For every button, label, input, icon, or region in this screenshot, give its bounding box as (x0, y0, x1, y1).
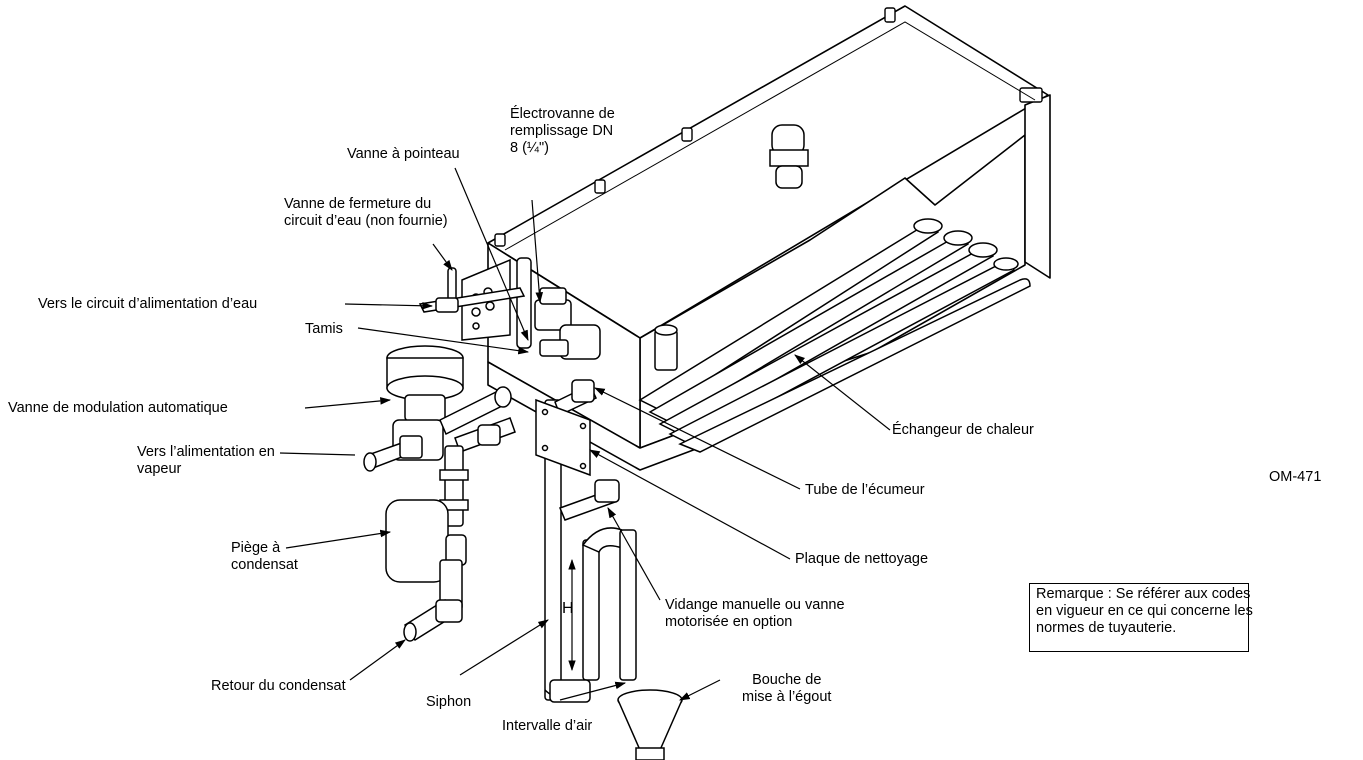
label-intervalle: Intervalle d’air (502, 718, 593, 734)
leader-vidange (607, 507, 661, 601)
label-plaque-nettoyage: Plaque de nettoyage (795, 551, 929, 567)
main-piping (363, 345, 516, 642)
leader-lines (279, 167, 891, 701)
leader-retour (349, 639, 406, 681)
leader-tamis (357, 327, 530, 355)
label-retour: Retour du condensat (211, 678, 346, 694)
leader-bouche (679, 679, 721, 701)
leader-tube-ecumeur (594, 387, 801, 490)
leader-vanne-pointeau (454, 167, 529, 341)
label-tube-ecumeur: Tube de l’écumeur (805, 482, 925, 498)
remark-box: Remarque : Se référer aux codes en vigue… (1029, 583, 1253, 652)
heat-exchanger-tubes (638, 218, 1031, 453)
label-bouche: Bouche de mise à l’égout (742, 672, 832, 705)
leader-siphon (459, 619, 549, 676)
leader-vanne-modulation (304, 397, 392, 409)
leader-alimentation-vapeur (279, 452, 356, 456)
label-circuit-eau: Vers le circuit d’alimentation d’eau (38, 296, 258, 312)
label-vanne-modulation: Vanne de modulation automatique (8, 400, 228, 416)
leader-echangeur (794, 354, 891, 431)
remark-line-1: Remarque : Se référer aux codes (1036, 586, 1251, 602)
label-echangeur: Échangeur de chaleur (892, 422, 1034, 438)
remark-line-2: en vigueur en ce qui concerne les (1036, 603, 1253, 619)
leader-piege (285, 529, 392, 549)
label-ref: OM-471 (1269, 469, 1322, 485)
label-vanne-fermeture: Vanne de fermeture du circuit d’eau (non… (284, 196, 448, 229)
level-sensor (769, 124, 809, 189)
leader-intervalle (559, 681, 627, 701)
label-h: H (562, 600, 574, 617)
label-piege: Piège à condensat (231, 540, 298, 573)
label-vanne-pointeau: Vanne à pointeau (347, 146, 460, 162)
label-siphon: Siphon (426, 694, 472, 710)
remark-line-3: normes de tuyauterie. (1036, 620, 1177, 636)
leader-vanne-fermeture (432, 243, 453, 271)
drain-piping (535, 379, 683, 760)
label-vidange: Vidange manuelle ou vanne motorisée en o… (665, 597, 845, 630)
leader-electrovanne (531, 199, 544, 304)
label-electrovanne: Électrovanne de remplissage DN 8 (¼") (510, 106, 615, 156)
top-screws (494, 7, 1043, 247)
leader-circuit-eau (344, 301, 434, 310)
label-alimentation-vapeur: Vers l’alimentation en vapeur (137, 444, 275, 477)
label-tamis: Tamis (305, 321, 343, 337)
leader-plaque-nettoyage (589, 449, 791, 560)
skimmer-pipe (654, 324, 678, 371)
